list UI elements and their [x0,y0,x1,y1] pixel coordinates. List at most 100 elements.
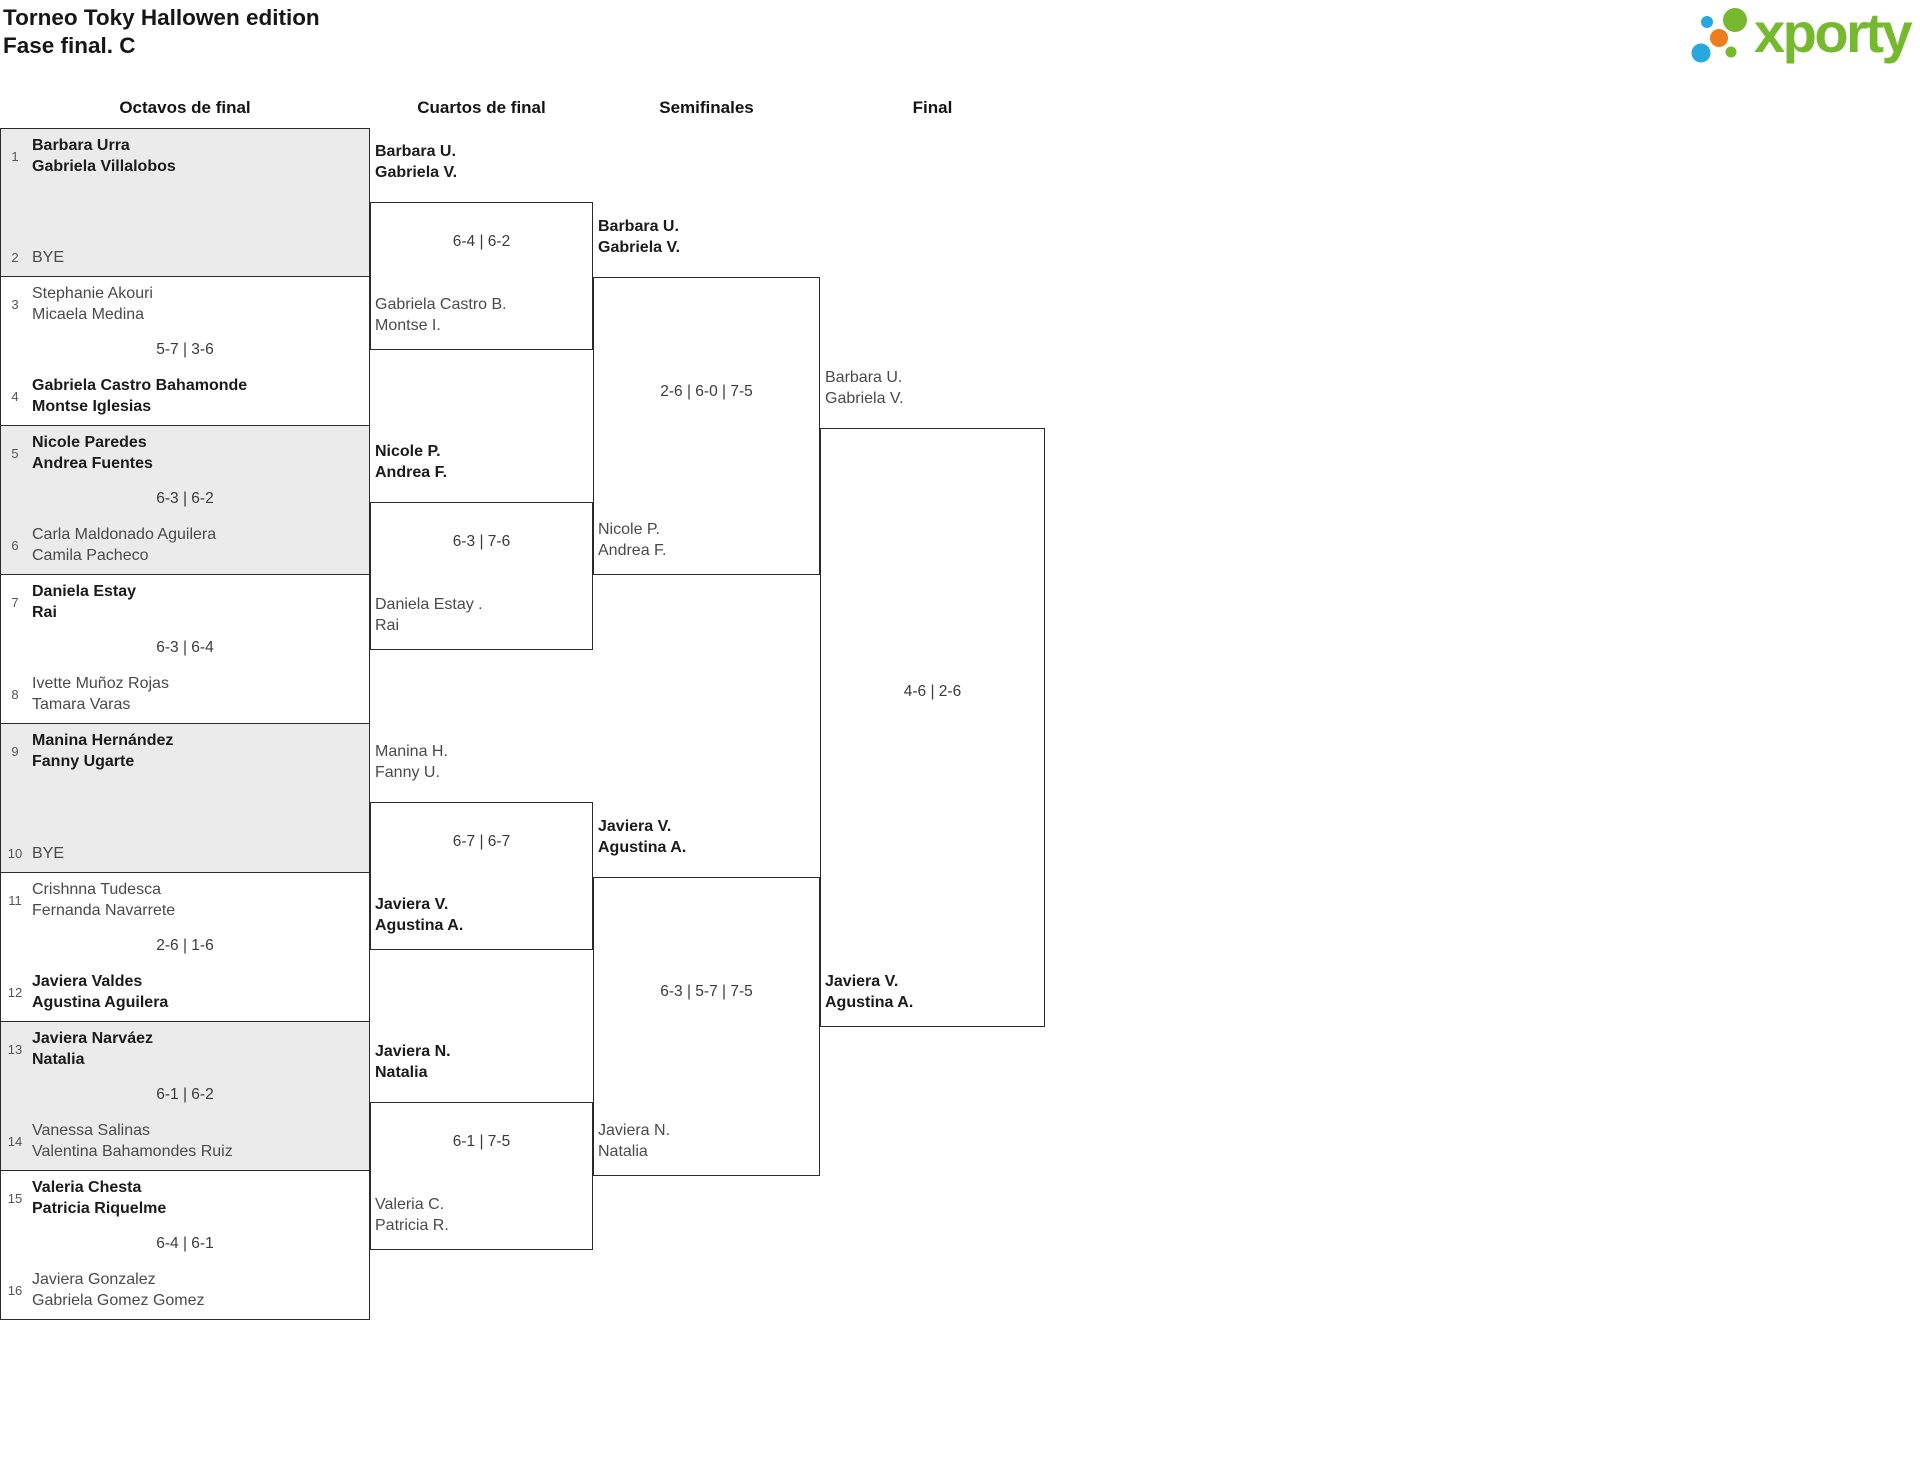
xporty-logo[interactable]: xporty [1688,1,1913,74]
match-box-cuartos-1: Barbara U.Gabriela V. 6-4 | 6-2 Gabriela… [370,143,593,350]
seed-number: 2 [11,250,19,265]
team-row: 2 BYE [5,247,363,268]
team-name: Barbara U.Gabriela V. [375,143,458,181]
match-box-cuartos-4: Javiera N.Natalia 6-1 | 7-5 Valeria C.Pa… [370,1043,593,1250]
match-box-final: Barbara U.Gabriela V. 4-6 | 2-6 Javiera … [820,369,1045,1027]
seed-number: 9 [11,743,19,759]
team-name: Manina H.Fanny U. [375,743,448,781]
seed-number: 6 [11,537,19,553]
match-score: 6-7 | 6-7 [452,833,511,850]
match-score: 2-6 | 1-6 [156,937,214,954]
page-title: Torneo Toky Hallowen edition Fase final.… [3,4,320,60]
seed-number: 3 [11,296,19,312]
seed-number: 8 [11,686,19,702]
seed-number: 1 [11,148,19,164]
team-name: Javiera V.Agustina A. [375,896,464,934]
logo-text: xporty [1754,1,1913,64]
team-name: Javiera N.Natalia [598,1122,671,1160]
team-name: Nicole P.Andrea F. [375,443,448,481]
match-score: 5-7 | 3-6 [156,341,214,358]
team-name: Javiera N.Natalia [375,1043,451,1081]
phase-name: Fase final. C [3,33,136,58]
seed-number: 10 [7,846,23,861]
match-score: 6-1 | 6-2 [156,1086,214,1103]
seed-number: 15 [7,1190,23,1206]
seed-number: 16 [7,1282,23,1298]
seed-number: 13 [7,1041,23,1057]
seed-number: 5 [11,445,19,461]
team-name: BYE [32,845,65,862]
round-header-cuartos: Cuartos de final [417,98,546,117]
round-header-semifinales: Semifinales [659,98,754,117]
tournament-name: Torneo Toky Hallowen edition [3,5,320,30]
match-box-semifinal-1: Barbara U.Gabriela V. 2-6 | 6-0 | 7-5 Ni… [593,218,820,575]
match-box-cuartos-3: Manina H.Fanny U. 6-7 | 6-7 Javiera V.Ag… [370,743,593,950]
team-name: Barbara U.Gabriela V. [825,369,904,407]
match-score: 6-1 | 7-5 [452,1133,511,1150]
match-score: 6-4 | 6-1 [156,1235,214,1252]
seed-number: 14 [7,1133,23,1149]
team-name: Daniela Estay .Rai [375,596,483,634]
logo-dots-icon [1691,8,1747,63]
round-header-final: Final [912,98,953,117]
match-score: 6-3 | 6-4 [156,639,214,656]
round-header-octavos: Octavos de final [119,98,251,117]
seed-number: 7 [11,594,19,610]
match-box-semifinal-2: Javiera V.Agustina A. 6-3 | 5-7 | 7-5 Ja… [593,818,820,1176]
match-score: 6-3 | 5-7 | 7-5 [660,983,753,1000]
match-score: 6-3 | 7-6 [452,533,511,550]
team-name: Nicole P.Andrea F. [598,521,667,559]
match-score: 6-3 | 6-2 [156,490,214,507]
match-score: 6-4 | 6-2 [452,233,511,250]
match-score: 2-6 | 6-0 | 7-5 [660,383,753,400]
match-score: 4-6 | 2-6 [903,683,962,700]
team-name: Javiera V.Agustina A. [825,973,914,1011]
team-name: Javiera V.Agustina A. [598,818,687,856]
team-name: BYE [32,249,65,266]
team-row: 10 BYE [5,843,363,864]
team-name: Gabriela Castro B.Montse I. [375,296,507,334]
seed-number: 11 [8,892,22,908]
seed-number: 12 [7,984,23,1000]
team-name: Barbara U.Gabriela V. [598,218,681,256]
team-name: Valeria C.Patricia R. [375,1196,449,1234]
match-box-cuartos-2: Nicole P.Andrea F. 6-3 | 7-6 Daniela Est… [370,443,593,650]
seed-number: 4 [11,388,19,404]
